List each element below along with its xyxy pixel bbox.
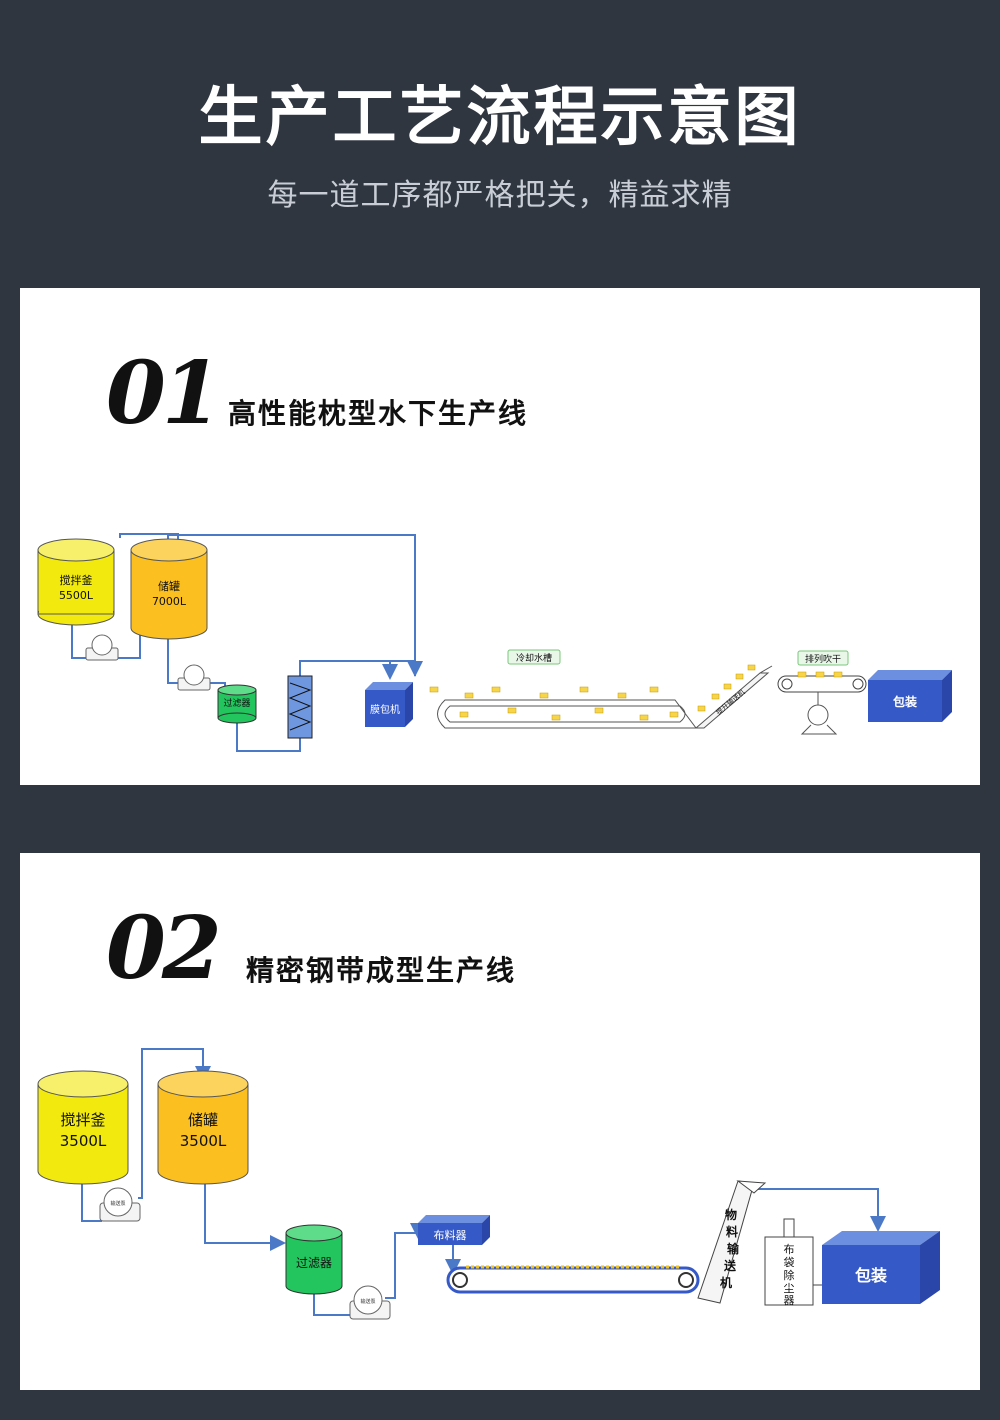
pump-2: 输送泵 — [349, 1285, 391, 1320]
mixer-tank: 搅拌釜 3500L — [37, 1070, 129, 1185]
filter-label: 过滤器 — [223, 697, 250, 709]
svg-text:尘: 尘 — [784, 1282, 795, 1295]
svg-text:物: 物 — [725, 1207, 737, 1222]
svg-text:袋: 袋 — [784, 1255, 795, 1269]
svg-text:输送泵: 输送泵 — [110, 1200, 125, 1207]
mixer-label: 搅拌釜 — [60, 1111, 105, 1129]
page-title: 生产工艺流程示意图 — [198, 81, 802, 155]
section-number: 02 — [106, 898, 222, 999]
packing-box: 包装 — [822, 1231, 940, 1304]
svg-text:输送泵: 输送泵 — [360, 1298, 375, 1305]
svg-text:除: 除 — [784, 1268, 795, 1282]
pump-1: 输送泵 — [99, 1187, 141, 1222]
storage-label: 储罐 — [188, 1111, 218, 1129]
storage-tank: 储罐 3500L — [157, 1070, 249, 1185]
steel-belt-conveyor — [446, 1265, 700, 1294]
storage-tank: 储罐 7000L — [130, 538, 208, 640]
pump-2 — [177, 664, 211, 691]
mixer-capacity: 5500L — [59, 589, 94, 602]
svg-text:输: 输 — [727, 1241, 740, 1256]
cooling-tank-label: 冷却水槽 — [516, 652, 552, 664]
hoist-conveyor: 提升输送机 — [694, 664, 773, 729]
filter: 过滤器 — [217, 684, 257, 724]
page-subtitle: 每一道工序都严格把关，精益求精 — [267, 178, 733, 213]
packing-box: 包装 — [868, 670, 952, 722]
blow-dry-unit: 排列吹干 — [777, 650, 867, 735]
section-title: 精密钢带成型生产线 — [246, 954, 517, 987]
mixer-tank: 搅拌釜 5500L — [37, 538, 115, 626]
storage-label: 储罐 — [158, 579, 180, 593]
svg-text:布: 布 — [784, 1243, 795, 1256]
bag-dust-collector: 布 袋 除 尘 器 — [764, 1218, 822, 1307]
mixer-label: 搅拌釜 — [60, 573, 93, 587]
process-diagram-2: 搅拌釜 3500L 储罐 3500L 输送泵 过滤器 — [37, 1048, 940, 1320]
filter-label: 过滤器 — [296, 1256, 332, 1270]
process-panel-1: 01 高性能枕型水下生产线 搅拌 — [20, 288, 980, 785]
mixer-capacity: 3500L — [60, 1132, 107, 1150]
svg-text:器: 器 — [784, 1294, 795, 1307]
cooling-tank: 冷却水槽 — [429, 649, 697, 729]
material-conveyor: 物 料 输 送 机 — [697, 1180, 767, 1304]
distributor-label: 布料器 — [434, 1228, 467, 1242]
process-panel-2: 02 精密钢带成型生产线 搅拌釜 3500L — [20, 853, 980, 1390]
storage-capacity: 7000L — [152, 595, 187, 608]
svg-text:机: 机 — [720, 1275, 732, 1290]
blow-dry-label: 排列吹干 — [805, 653, 841, 665]
heat-exchanger — [287, 675, 313, 739]
storage-capacity: 3500L — [180, 1132, 227, 1150]
svg-text:送: 送 — [723, 1258, 737, 1273]
section-title: 高性能枕型水下生产线 — [228, 397, 529, 430]
hoist-label: 提升输送机 — [714, 687, 747, 716]
packing-label: 包装 — [855, 1266, 887, 1285]
packing-label: 包装 — [892, 694, 917, 709]
svg-text:料: 料 — [726, 1224, 738, 1239]
wrapper-label: 膜包机 — [370, 703, 400, 716]
pump-1 — [85, 634, 119, 661]
wrapping-machine: 膜包机 — [365, 682, 413, 727]
process-diagram-1: 搅拌釜 5500L 储罐 7000L 过 — [37, 533, 952, 752]
filter: 过滤器 — [285, 1224, 343, 1295]
section-number: 01 — [106, 343, 222, 444]
distributor: 布料器 — [418, 1215, 490, 1245]
